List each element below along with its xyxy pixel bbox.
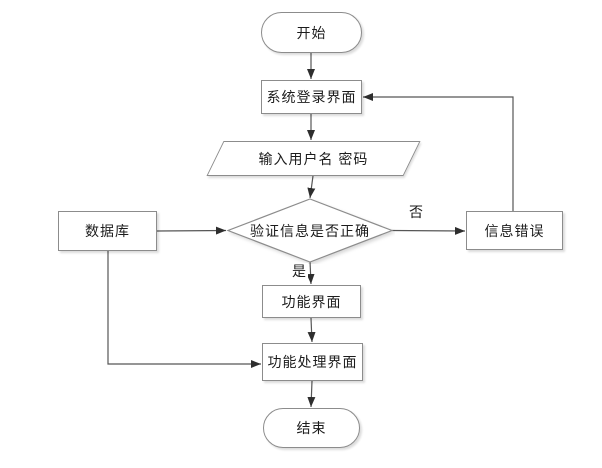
node-start-label: 开始 (296, 24, 327, 41)
edge-input-to-verify (307, 175, 316, 199)
node-end-label: 结束 (296, 420, 327, 436)
node-function-ui: 功能界面 (262, 285, 361, 318)
edge-label-yes: 是 (290, 263, 308, 279)
node-function-process-ui: 功能处理界面 (262, 343, 363, 381)
node-verify-decision: 验证信息是否正确 (225, 197, 395, 264)
edge-verify-to-function (306, 260, 315, 285)
edge-verify-to-error (391, 226, 466, 235)
node-system-login: 系统登录界面 (261, 80, 362, 114)
edge-database-to-process (107, 251, 261, 368)
node-function-ui-label: 功能界面 (281, 293, 342, 310)
node-function-process-ui-label: 功能处理界面 (267, 354, 358, 370)
node-info-error: 信息错误 (466, 211, 563, 250)
diamond-shape (226, 198, 394, 263)
edge-function-to-process (307, 317, 316, 343)
node-input-credentials-label: 输入用户名 密码 (258, 150, 369, 167)
node-database-label: 数据库 (85, 223, 130, 239)
node-database: 数据库 (58, 211, 157, 251)
edge-process-to-end (307, 380, 316, 408)
node-verify-decision-label: 验证信息是否正确 (250, 222, 370, 239)
node-system-login-label: 系统登录界面 (266, 89, 357, 105)
node-end: 结束 (263, 408, 360, 448)
edge-label-no: 否 (407, 204, 425, 220)
edge-database-to-verify (156, 226, 227, 235)
node-input-credentials: 输入用户名 密码 (205, 141, 422, 176)
node-start: 开始 (261, 12, 362, 53)
node-info-error-label: 信息错误 (484, 222, 545, 239)
edge-error-to-login (363, 93, 514, 211)
